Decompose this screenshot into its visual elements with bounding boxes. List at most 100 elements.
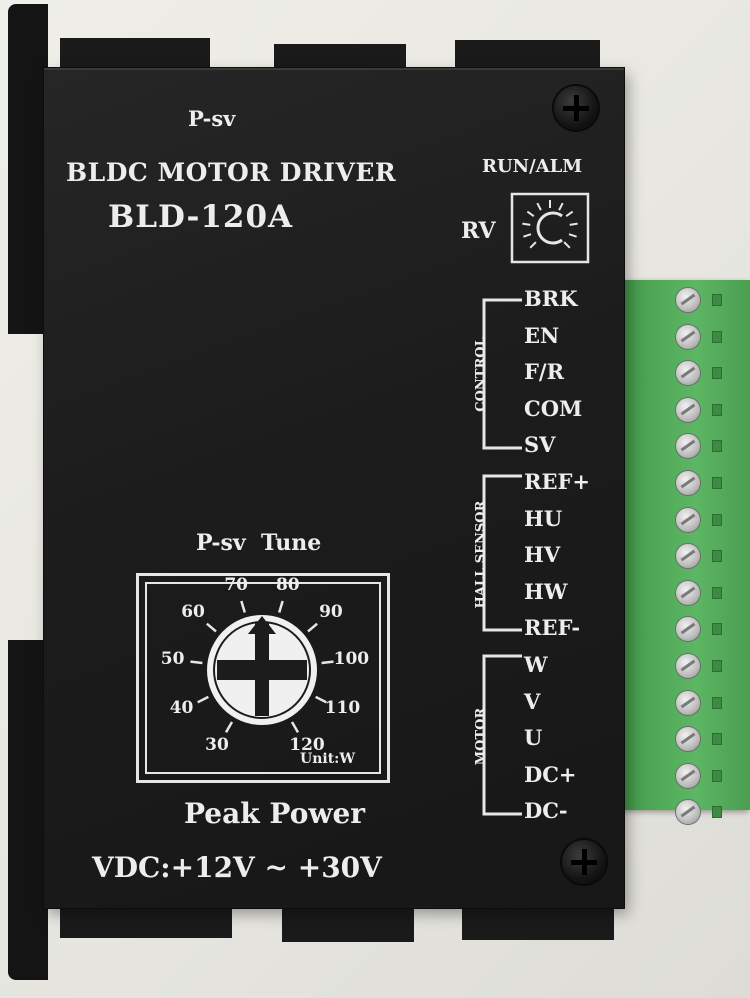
terminal-screw-icon[interactable] [676,800,700,825]
terminal-label-hu: HU [524,505,563,531]
dial-tick [290,721,300,733]
terminal-label-sv: SV [524,432,556,458]
terminal-screw-icon[interactable] [676,507,700,532]
terminal-screw-icon[interactable] [676,580,700,605]
rv-tick [523,233,532,238]
dial-unit: Unit:W [300,751,356,767]
rv-tick [568,233,577,238]
group-label-hall-sensor: HALL SENSOR [473,500,489,609]
dial-tick [197,695,209,704]
dial-tick [206,622,217,633]
rv-tick [558,202,564,211]
group-label-control: CONTROL [473,337,489,412]
terminal-slot [712,660,722,672]
left-flange-top [8,4,48,334]
dial-inner-frame [145,582,381,774]
rv-tick [565,210,574,218]
rv-tick [536,202,542,211]
terminal-label-ref-: REF- [524,615,581,641]
terminal-screw-icon[interactable] [676,654,700,678]
heatsink-tab [455,40,600,72]
terminal-screw-icon[interactable] [676,471,700,495]
terminal-slot [712,440,722,453]
product-title: BLDC MOTOR DRIVER [66,158,397,187]
terminal-label-v: V [524,688,541,714]
terminal-label-com: COM [524,395,583,421]
dial-tick-label: 90 [319,602,343,623]
terminal-slot [712,623,722,636]
dial-tick [315,695,327,704]
dial-tick-label: 110 [324,698,361,719]
terminal-label-u: U [524,725,543,751]
terminal-screw-icon[interactable] [676,617,700,642]
rv-tick [529,241,537,249]
terminal-screw-icon[interactable] [676,434,700,459]
terminal-slot [712,477,722,489]
panel-edge-highlight [44,68,624,70]
run-alm-label: RUN/ALM [482,156,583,177]
dial-tick-label: 30 [205,735,229,756]
terminal-slot [712,513,722,526]
terminal-screw-icon[interactable] [676,361,700,386]
voltage-rating: VDC:+12V ~ +30V [92,851,382,884]
dial-title: P-sv Tune [196,530,322,556]
peak-power-caption: Peak Power [184,797,366,830]
dial-outer-frame [136,573,390,783]
dial-tick [240,600,246,613]
rv-potentiometer[interactable] [510,192,590,264]
terminal-label-w: W [524,652,548,677]
terminal-slot [712,586,722,599]
terminal-slot [712,769,722,782]
dial-tick [224,721,234,733]
terminal-label-hw: HW [524,578,568,604]
dial-tick-label: 80 [275,574,300,595]
terminal-slot [712,733,722,746]
terminal-slot [712,294,722,306]
terminal-screw-icon[interactable] [676,324,700,349]
terminal-slot [712,367,722,380]
terminal-screw-icon[interactable] [676,288,700,312]
terminal-slot [712,403,722,416]
terminal-slot [712,806,722,819]
terminal-label-f-r: F/R [524,359,565,385]
terminal-screw-icon[interactable] [676,690,700,715]
dial-tick-label: 60 [181,602,205,623]
heatsink-tab [274,44,406,72]
group-label-motor: MOTOR [473,707,489,766]
terminal-slot [712,330,722,343]
dial-tick [278,600,284,613]
heatsink-tab [60,38,210,72]
dial-tick-label: 40 [169,698,194,719]
terminal-screw-icon[interactable] [676,397,700,422]
terminal-slot [712,696,722,709]
model-number: BLD-120A [108,199,294,235]
terminal-label-en: EN [524,322,560,348]
rv-label: RV [461,218,496,244]
dial-tick-label: 120 [289,735,325,756]
dial-tick-label: 50 [160,648,185,669]
screw-icon [562,840,606,884]
terminal-screw-icon[interactable] [676,727,700,752]
dial-tick [307,622,318,633]
dial-tick [190,660,203,665]
dial-tick-label: 70 [224,574,249,595]
terminal-screw-icon[interactable] [676,544,700,569]
rv-tick [526,210,535,218]
rv-tick [522,222,531,226]
terminal-label-hv: HV [524,542,561,568]
screw-icon [554,86,598,130]
terminal-label-brk: BRK [524,286,578,311]
model-top-label: P-sv [188,106,236,131]
terminal-screw-icon[interactable] [676,763,700,788]
group-brackets [482,298,522,816]
dial-tick-label: 100 [333,648,370,669]
rv-tick [569,222,578,226]
dial-tick [321,660,334,665]
left-flange-bottom [8,640,48,980]
rv-tick [563,241,571,249]
peak-power-dial[interactable] [145,582,381,774]
terminal-label-ref-: REF+ [524,469,590,494]
terminal-label-dc-: DC+ [524,761,577,787]
terminal-label-dc-: DC- [524,798,568,824]
driver-front-panel [44,68,624,908]
